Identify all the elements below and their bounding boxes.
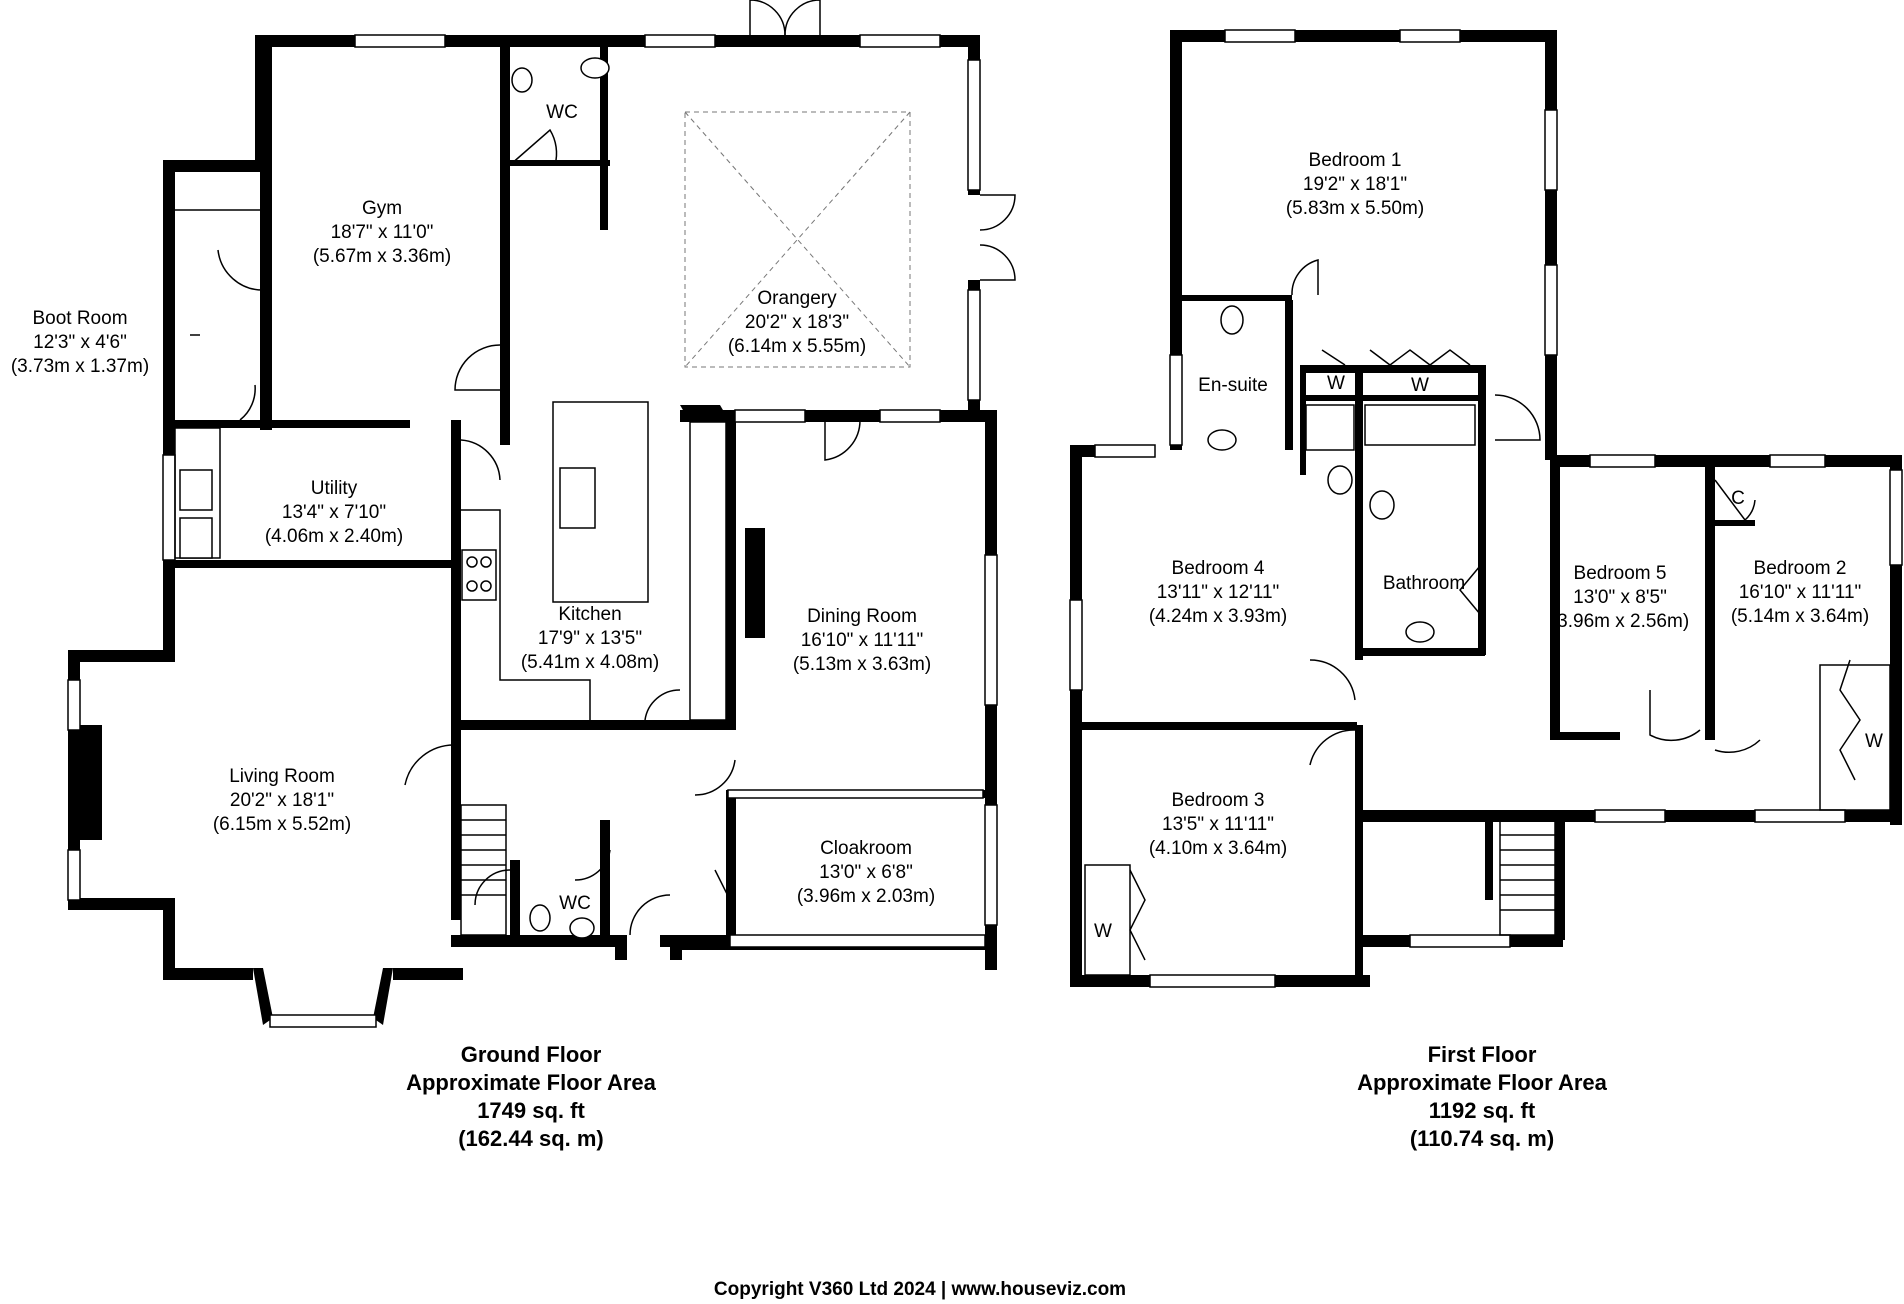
bedroom-4-imperial: 13'11" x 12'11" bbox=[1157, 582, 1280, 603]
cloakroom-imperial: 13'0" x 6'8" bbox=[819, 862, 913, 883]
bedroom-3-name: Bedroom 3 bbox=[1172, 790, 1265, 811]
ground-floor-doors bbox=[217, 0, 1016, 936]
cupboard-name: C bbox=[1731, 488, 1745, 509]
room-label-cloakroom: Cloakroom 13'0" x 6'8" (3.96m x 2.03m) bbox=[797, 838, 935, 907]
first-floor-windows bbox=[1069, 29, 1903, 988]
room-label-bedroom-4: Bedroom 4 13'11" x 12'11" (4.24m x 3.93m… bbox=[1149, 558, 1287, 627]
room-label-bedroom-2: Bedroom 2 16'10" x 11'11" (5.14m x 3.64m… bbox=[1731, 558, 1869, 627]
utility-imperial: 13'4" x 7'10" bbox=[282, 502, 386, 523]
kitchen-metric: (5.41m x 4.08m) bbox=[521, 652, 659, 673]
living-room-metric: (6.15m x 5.52m) bbox=[213, 814, 351, 835]
w-landing-name: W bbox=[1411, 375, 1429, 396]
boot-room-name: Boot Room bbox=[32, 308, 127, 329]
boot-room-metric: (3.73m x 1.37m) bbox=[11, 356, 149, 377]
first-floor-area-sqm: (110.74 sq. m) bbox=[1410, 1126, 1554, 1151]
bedroom-5-imperial: 13'0" x 8'5" bbox=[1573, 587, 1667, 608]
wc-bottom-name: WC bbox=[559, 893, 591, 914]
w-bed2-name: W bbox=[1865, 731, 1883, 752]
orangery-imperial: 20'2" x 18'3" bbox=[745, 312, 849, 333]
gym-metric: (5.67m x 3.36m) bbox=[313, 246, 451, 267]
orangery-metric: (6.14m x 5.55m) bbox=[728, 336, 866, 357]
bedroom-1-metric: (5.83m x 5.50m) bbox=[1286, 198, 1424, 219]
bedroom-5-metric: (3.96m x 2.56m) bbox=[1551, 611, 1689, 632]
room-label-bedroom-3: Bedroom 3 13'5" x 11'11" (4.10m x 3.64m) bbox=[1149, 790, 1287, 859]
dining-room-imperial: 16'10" x 11'11" bbox=[801, 630, 924, 651]
dining-room-metric: (5.13m x 3.63m) bbox=[793, 654, 931, 675]
living-room-imperial: 20'2" x 18'1" bbox=[230, 790, 334, 811]
room-labels: Boot Room 12'3" x 4'6" (3.73m x 1.37m) G… bbox=[11, 102, 1883, 942]
wc-top-name: WC bbox=[546, 102, 578, 123]
bedroom-1-name: Bedroom 1 bbox=[1309, 150, 1402, 171]
bedroom-3-imperial: 13'5" x 11'11" bbox=[1162, 814, 1274, 835]
bedroom-4-name: Bedroom 4 bbox=[1172, 558, 1265, 579]
room-label-gym: Gym 18'7" x 11'0" (5.67m x 3.36m) bbox=[313, 198, 451, 267]
ground-floor-windows bbox=[67, 34, 998, 1028]
ground-floor-subtitle: Approximate Floor Area bbox=[406, 1070, 657, 1095]
ground-floor-area-sqft: 1749 sq. ft bbox=[477, 1098, 585, 1123]
copyright-text: Copyright V360 Ltd 2024 | www.houseviz.c… bbox=[714, 1279, 1126, 1300]
bedroom-1-imperial: 19'2" x 18'1" bbox=[1303, 174, 1407, 195]
ground-floor-area-sqm: (162.44 sq. m) bbox=[458, 1126, 604, 1151]
first-floor-caption: First Floor Approximate Floor Area 1192 … bbox=[1357, 1042, 1608, 1151]
bedroom-2-imperial: 16'10" x 11'11" bbox=[1739, 582, 1862, 603]
gym-imperial: 18'7" x 11'0" bbox=[331, 222, 434, 243]
room-label-bedroom-5: Bedroom 5 13'0" x 8'5" (3.96m x 2.56m) bbox=[1551, 563, 1689, 632]
room-label-living-room: Living Room 20'2" x 18'1" (6.15m x 5.52m… bbox=[213, 766, 351, 835]
bedroom-3-metric: (4.10m x 3.64m) bbox=[1149, 838, 1287, 859]
room-label-boot-room: Boot Room 12'3" x 4'6" (3.73m x 1.37m) bbox=[11, 308, 149, 377]
first-floor-subtitle: Approximate Floor Area bbox=[1357, 1070, 1608, 1095]
kitchen-imperial: 17'9" x 13'5" bbox=[538, 628, 642, 649]
room-label-bedroom-1: Bedroom 1 19'2" x 18'1" (5.83m x 5.50m) bbox=[1286, 150, 1424, 219]
cloakroom-name: Cloakroom bbox=[820, 838, 912, 859]
bedroom-2-name: Bedroom 2 bbox=[1754, 558, 1847, 579]
first-floor-area-sqft: 1192 sq. ft bbox=[1429, 1098, 1536, 1123]
kitchen-name: Kitchen bbox=[558, 604, 621, 625]
utility-name: Utility bbox=[311, 478, 358, 499]
en-suite-name: En-suite bbox=[1198, 375, 1268, 396]
w-bed3-name: W bbox=[1094, 921, 1112, 942]
ground-floor-plan bbox=[67, 0, 1016, 1028]
gym-name: Gym bbox=[362, 198, 402, 219]
first-floor-fixtures bbox=[1084, 305, 1891, 976]
w-small-name: W bbox=[1327, 373, 1345, 394]
ground-floor-fixtures bbox=[80, 57, 911, 939]
bedroom-4-metric: (4.24m x 3.93m) bbox=[1149, 606, 1287, 627]
bedroom-5-name: Bedroom 5 bbox=[1574, 563, 1667, 584]
first-floor-plan bbox=[1069, 29, 1903, 988]
utility-metric: (4.06m x 2.40m) bbox=[265, 526, 403, 547]
cloakroom-metric: (3.96m x 2.03m) bbox=[797, 886, 935, 907]
room-label-kitchen: Kitchen 17'9" x 13'5" (5.41m x 4.08m) bbox=[521, 604, 659, 673]
first-floor-doors bbox=[1129, 259, 1861, 961]
room-label-dining-room: Dining Room 16'10" x 11'11" (5.13m x 3.6… bbox=[793, 606, 931, 675]
bathroom-name: Bathroom bbox=[1383, 573, 1465, 594]
ground-floor-caption: Ground Floor Approximate Floor Area 1749… bbox=[406, 1042, 657, 1151]
ground-floor-title: Ground Floor bbox=[461, 1042, 602, 1067]
first-floor-title: First Floor bbox=[1428, 1042, 1537, 1067]
room-label-orangery: Orangery 20'2" x 18'3" (6.14m x 5.55m) bbox=[728, 288, 866, 357]
living-room-name: Living Room bbox=[229, 766, 335, 787]
boot-room-imperial: 12'3" x 4'6" bbox=[33, 332, 127, 353]
orangery-name: Orangery bbox=[757, 288, 837, 309]
dining-room-name: Dining Room bbox=[807, 606, 917, 627]
bedroom-2-metric: (5.14m x 3.64m) bbox=[1731, 606, 1869, 627]
room-label-utility: Utility 13'4" x 7'10" (4.06m x 2.40m) bbox=[265, 478, 403, 547]
